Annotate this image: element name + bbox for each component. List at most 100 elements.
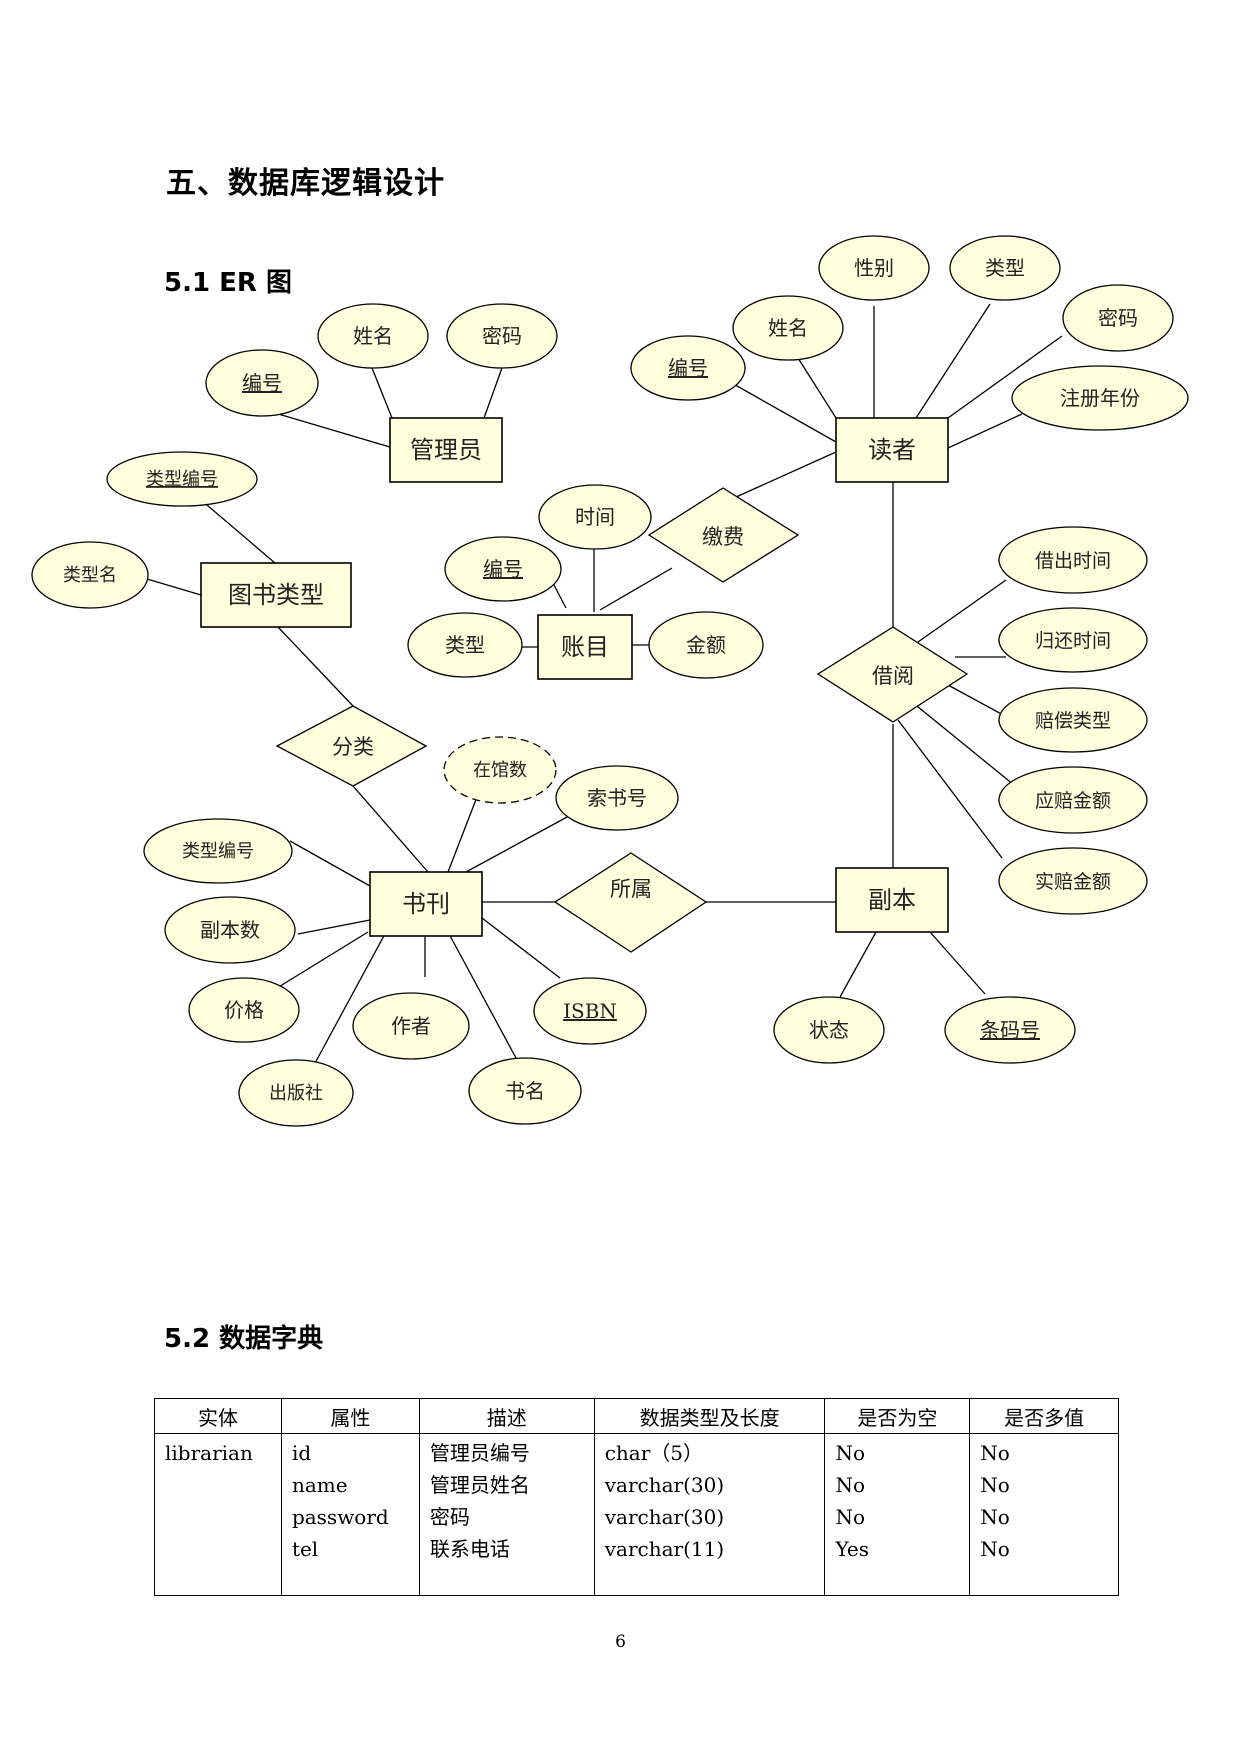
attr-label: 时间 bbox=[575, 505, 615, 529]
attr-account-type: 类型 bbox=[407, 612, 523, 678]
attr-reader-gender: 性别 bbox=[818, 235, 930, 301]
relationship-pay: 缴费 bbox=[647, 487, 800, 583]
relationship-borrow: 借阅 bbox=[816, 626, 969, 723]
attr-label: 注册年份 bbox=[1060, 386, 1140, 410]
header-description: 描述 bbox=[418, 1398, 595, 1434]
attr-label: 赔偿类型 bbox=[1035, 710, 1111, 732]
attr-borrow-out-time: 借出时间 bbox=[998, 526, 1148, 594]
attr-account-amount: 金额 bbox=[648, 611, 764, 679]
attr-label: 编号 bbox=[483, 557, 523, 581]
attr-account-time: 时间 bbox=[538, 484, 652, 550]
attr-label: 应赔金额 bbox=[1035, 790, 1111, 812]
attr-book-publisher: 出版社 bbox=[238, 1059, 354, 1127]
attr-borrow-return-time: 归还时间 bbox=[998, 607, 1148, 673]
nullable-value: No bbox=[835, 1473, 866, 1497]
attr-label: 类型编号 bbox=[146, 469, 218, 490]
datatype-value: varchar(11) bbox=[604, 1537, 725, 1561]
multivalued-cell: No No No No bbox=[969, 1433, 1119, 1596]
attr-admin-name: 姓名 bbox=[317, 303, 429, 369]
description-cell: 管理员编号 管理员姓名 密码 联系电话 bbox=[418, 1433, 595, 1596]
description-value: 管理员编号 bbox=[429, 1441, 530, 1465]
entity-name: librarian bbox=[165, 1441, 253, 1465]
attr-label: ISBN bbox=[563, 999, 617, 1023]
attr-label: 类型 bbox=[445, 633, 485, 657]
description-value: 密码 bbox=[429, 1505, 470, 1529]
attr-book-call-number: 索书号 bbox=[555, 765, 679, 831]
attribute-value: id bbox=[291, 1441, 312, 1465]
attr-label: 条码号 bbox=[980, 1018, 1040, 1042]
attr-reader-password: 密码 bbox=[1062, 284, 1174, 352]
entity-copy: 副本 bbox=[835, 867, 949, 933]
attr-book-author: 作者 bbox=[352, 992, 470, 1060]
attr-label: 编号 bbox=[242, 371, 282, 395]
table-header-row: 实体 属性 描述 数据类型及长度 是否为空 是否多值 bbox=[154, 1398, 1119, 1434]
description-value: 管理员姓名 bbox=[429, 1473, 530, 1497]
attribute-cell: id name password tel bbox=[280, 1433, 420, 1596]
er-section-title: 5.1 ER 图 bbox=[164, 268, 292, 298]
multivalued-value: No bbox=[980, 1441, 1010, 1465]
datatype-cell: char（5） varchar(30) varchar(30) varchar(… bbox=[593, 1433, 826, 1596]
entity-label: 副本 bbox=[868, 886, 916, 914]
header-attribute: 属性 bbox=[280, 1398, 420, 1434]
relationship-label: 借阅 bbox=[872, 664, 914, 688]
relationship-label: 分类 bbox=[332, 735, 374, 759]
er-diagram: 管理员 读者 图书类型 账目 书刊 副本 缴费 借阅 分类 所属 编号 bbox=[31, 235, 1189, 1127]
attr-label: 姓名 bbox=[353, 324, 393, 348]
attr-account-id: 编号 bbox=[444, 536, 562, 602]
attr-label: 类型名 bbox=[63, 565, 117, 586]
entity-cell: librarian bbox=[154, 1433, 282, 1596]
attr-book-copy-count: 副本数 bbox=[164, 896, 296, 964]
er-connectors bbox=[146, 303, 1063, 1066]
datatype-value: varchar(30) bbox=[604, 1505, 725, 1529]
attr-booktype-name: 类型名 bbox=[31, 541, 149, 609]
attr-borrow-due-amount: 应赔金额 bbox=[998, 766, 1148, 834]
attr-label: 性别 bbox=[854, 256, 894, 280]
attr-label: 状态 bbox=[809, 1018, 849, 1042]
attr-copy-status: 状态 bbox=[773, 996, 885, 1064]
nullable-value: Yes bbox=[835, 1537, 870, 1561]
attr-reader-name: 姓名 bbox=[732, 295, 844, 361]
entity-account: 账目 bbox=[537, 614, 633, 680]
attr-label: 价格 bbox=[224, 998, 264, 1022]
entity-book-type: 图书类型 bbox=[200, 562, 352, 628]
attr-reader-register-year: 注册年份 bbox=[1011, 365, 1189, 431]
header-nullable: 是否为空 bbox=[824, 1398, 971, 1434]
header-datatype: 数据类型及长度 bbox=[593, 1398, 826, 1434]
attr-label: 密码 bbox=[1098, 306, 1138, 330]
attribute-value: password bbox=[291, 1505, 389, 1529]
attr-label: 索书号 bbox=[587, 786, 647, 810]
attr-booktype-id: 类型编号 bbox=[106, 451, 258, 507]
entity-label: 读者 bbox=[868, 436, 916, 464]
attr-label: 借出时间 bbox=[1035, 550, 1111, 572]
attr-borrow-paid-amount: 实赔金额 bbox=[998, 847, 1148, 915]
attr-book-type-id: 类型编号 bbox=[143, 818, 293, 884]
entity-label: 书刊 bbox=[402, 890, 450, 918]
nullable-value: No bbox=[835, 1505, 866, 1529]
attr-reader-type: 类型 bbox=[949, 235, 1061, 301]
attr-label: 在馆数 bbox=[473, 760, 527, 781]
attr-copy-barcode: 条码号 bbox=[944, 996, 1076, 1064]
attr-borrow-compensation-type: 赔偿类型 bbox=[998, 687, 1148, 753]
attr-book-in-library-count: 在馆数 bbox=[443, 736, 557, 804]
relationship-label: 所属 bbox=[610, 877, 652, 901]
attr-label: 编号 bbox=[668, 356, 708, 380]
attr-label: 实赔金额 bbox=[1035, 871, 1111, 893]
datatype-value: char（5） bbox=[604, 1441, 704, 1465]
entity-reader: 读者 bbox=[835, 417, 949, 483]
attr-label: 类型编号 bbox=[182, 841, 254, 862]
page-number: 6 bbox=[615, 1632, 626, 1652]
attr-label: 类型 bbox=[985, 256, 1025, 280]
nullable-value: No bbox=[835, 1441, 866, 1465]
attr-label: 书名 bbox=[505, 1079, 545, 1103]
dictionary-section-title: 5.2 数据字典 bbox=[164, 1324, 324, 1354]
table-row: librarian id name password tel 管理员编号 管理员… bbox=[154, 1433, 1119, 1596]
header-entity: 实体 bbox=[154, 1398, 282, 1434]
attr-admin-id: 编号 bbox=[205, 349, 319, 417]
data-dictionary-table: 实体 属性 描述 数据类型及长度 是否为空 是否多值 librarian id … bbox=[154, 1398, 1119, 1596]
attr-label: 副本数 bbox=[200, 918, 260, 942]
attr-label: 作者 bbox=[391, 1014, 431, 1038]
attr-label: 密码 bbox=[482, 324, 522, 348]
datatype-value: varchar(30) bbox=[604, 1473, 725, 1497]
multivalued-value: No bbox=[980, 1537, 1010, 1561]
entity-librarian: 管理员 bbox=[389, 417, 503, 483]
